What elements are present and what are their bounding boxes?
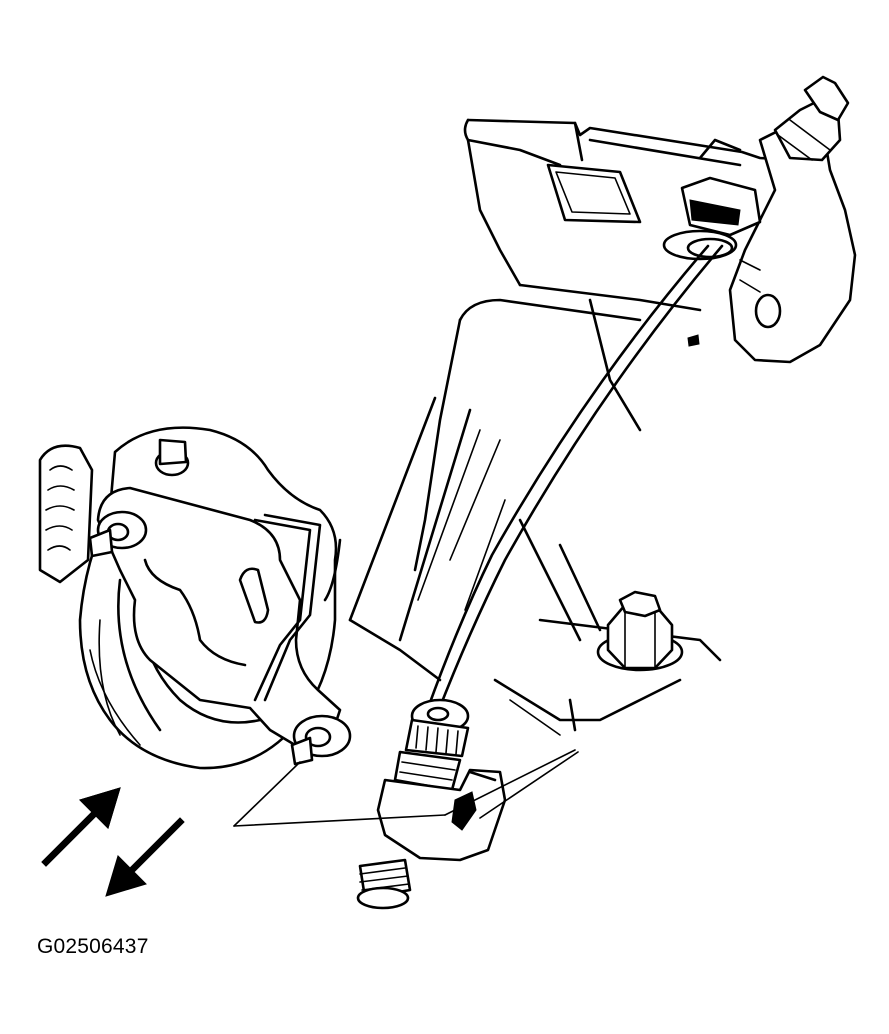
lower-ball-joint: [356, 698, 507, 910]
link-rod: [426, 244, 724, 714]
arrow-up-right-icon: [41, 787, 121, 867]
leader-lines: [233, 749, 579, 827]
vehicle-body-section: [348, 298, 722, 736]
stabilizer-assembly: [38, 426, 352, 770]
sensor-lever: [662, 75, 857, 364]
hex-nut: [596, 590, 684, 672]
figure-id-label: G02506437: [37, 935, 149, 958]
mounting-bracket: [463, 118, 822, 312]
arrow-down-left-icon: [105, 817, 185, 897]
